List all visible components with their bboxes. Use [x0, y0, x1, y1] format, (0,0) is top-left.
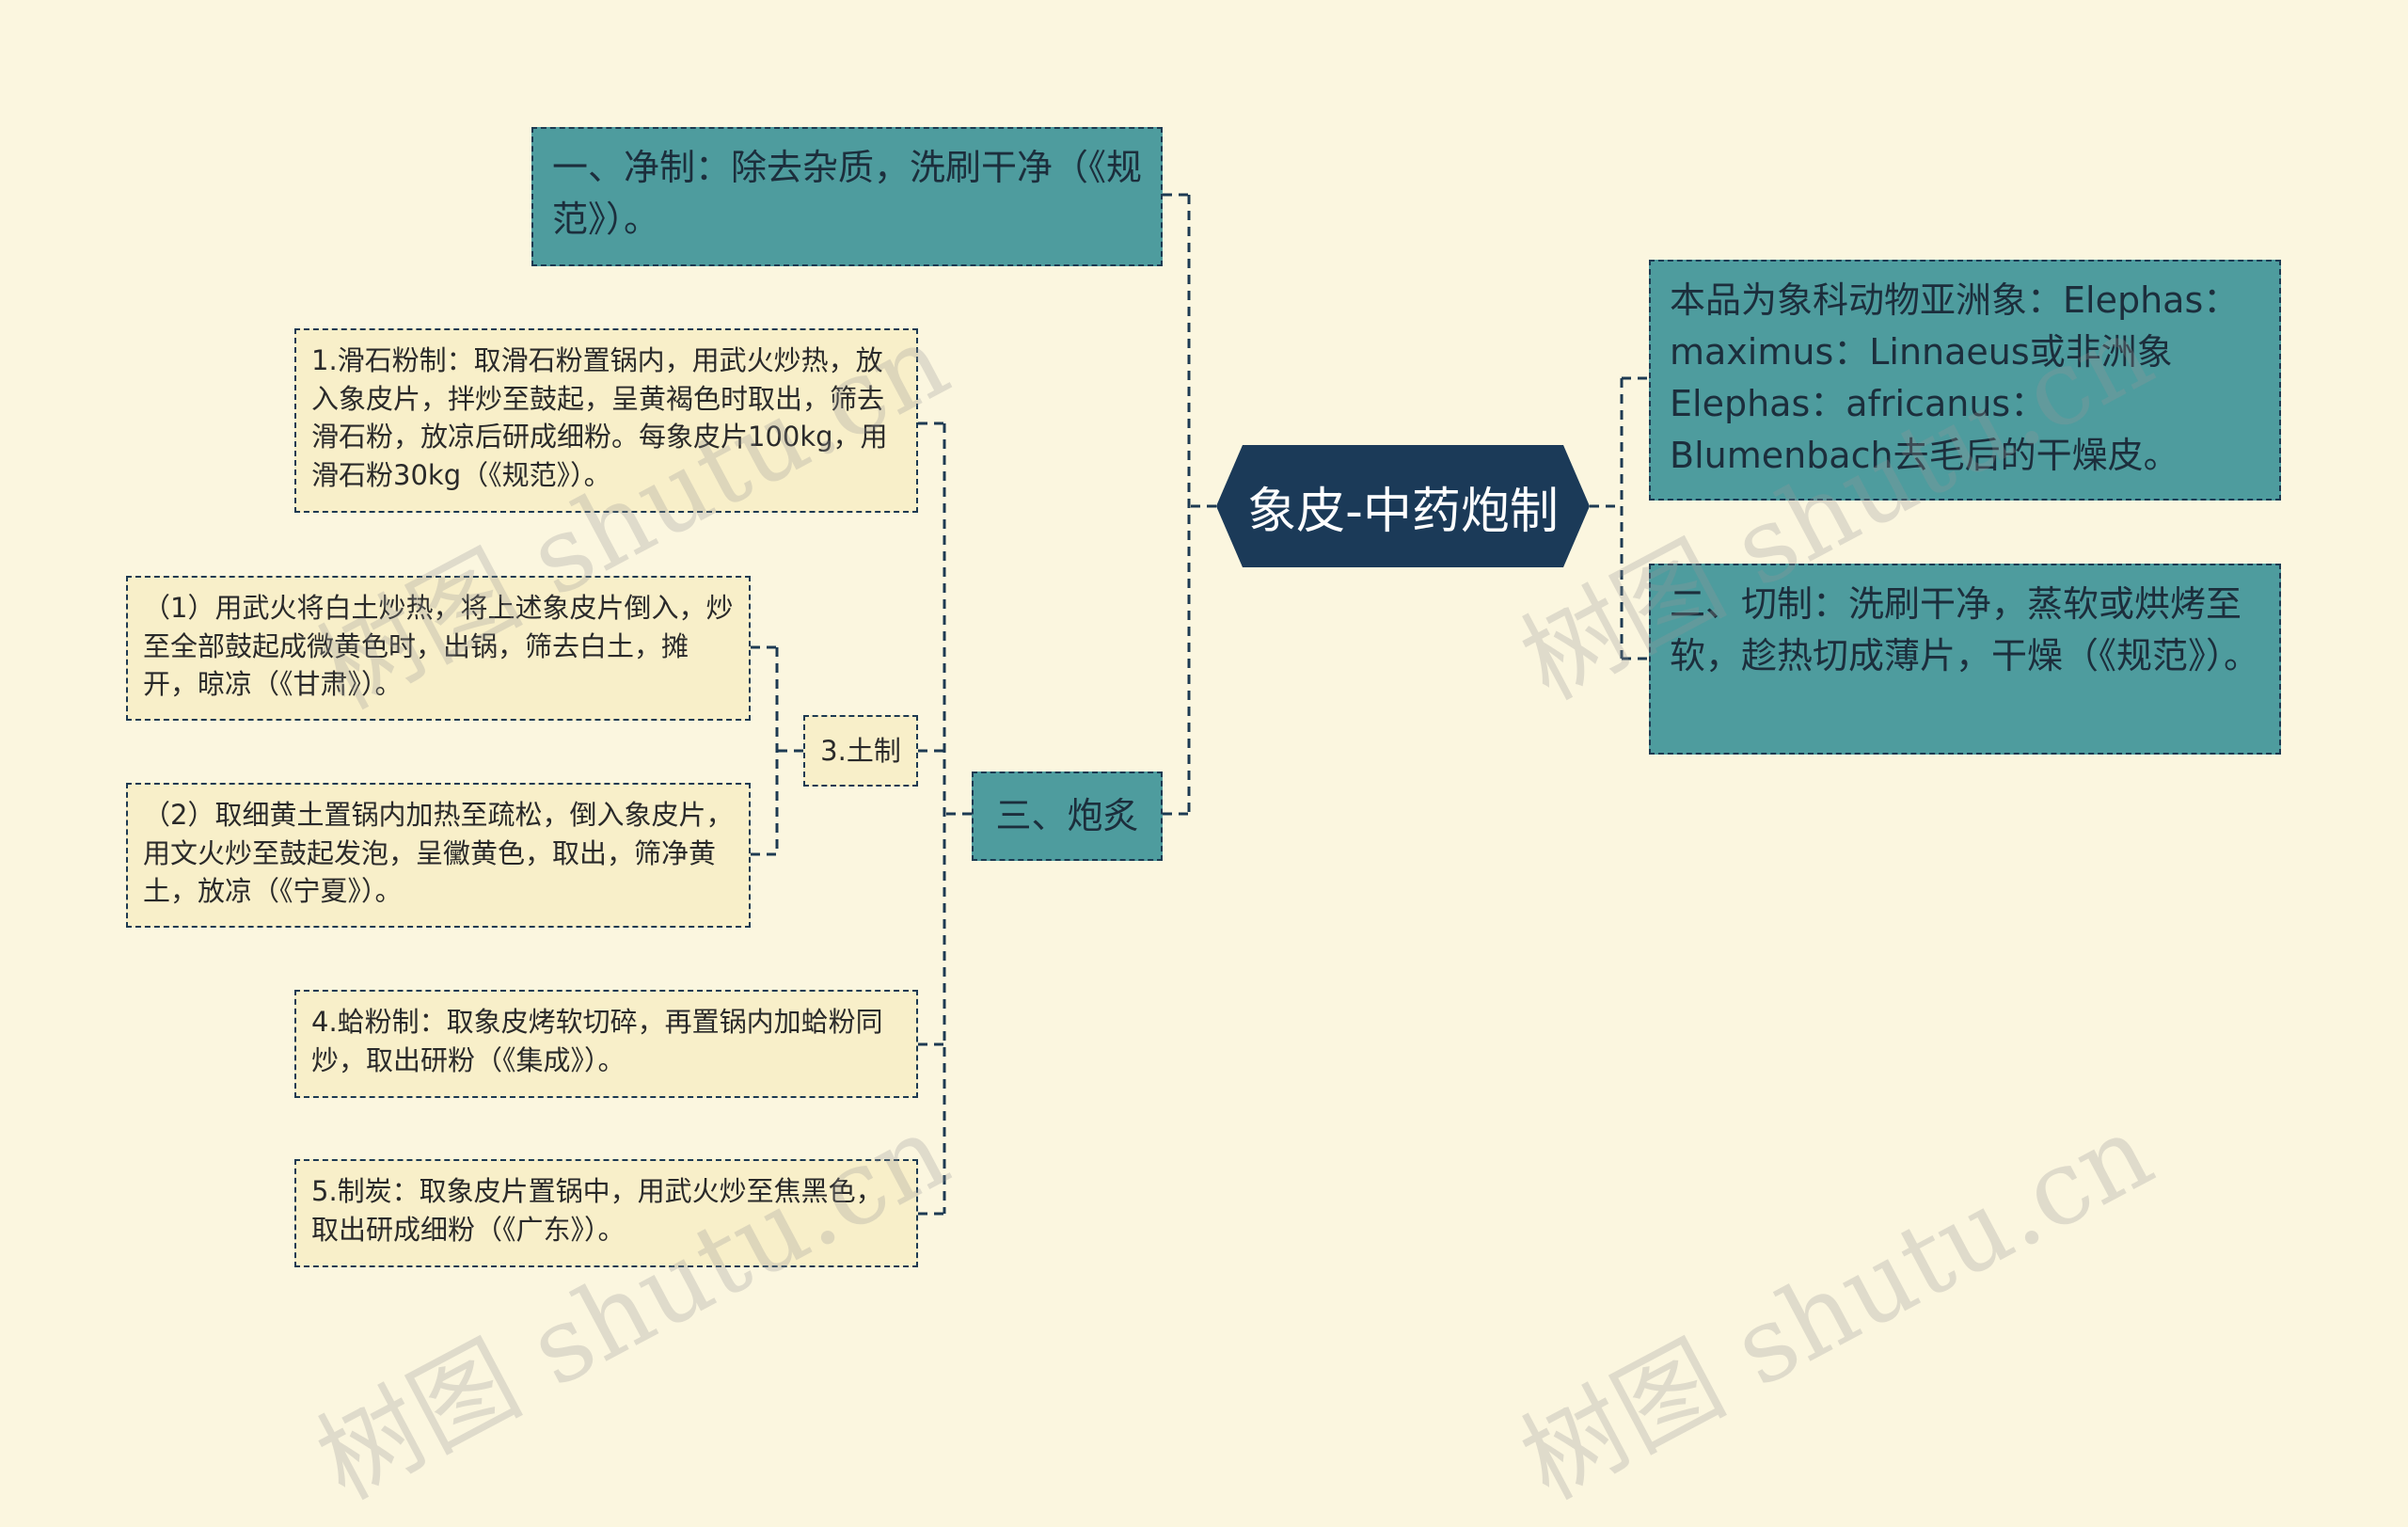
node-tuzhi-1[interactable]: （1）用武火将白土炒热，将上述象皮片倒入，炒至全部鼓起成微黄色时，出锅，筛去白土…	[126, 576, 751, 721]
connector-lines	[751, 193, 1649, 1216]
node-gefen[interactable]: 4.蛤粉制：取象皮烤软切碎，再置锅内加蛤粉同炒，取出研粉（《集成》）。	[294, 990, 918, 1098]
node-paozhi[interactable]: 三、炮炙	[972, 771, 1163, 861]
root-label: 象皮-中药炮制	[1247, 483, 1559, 540]
node-huashi[interactable]: 1.滑石粉制：取滑石粉置锅内，用武火炒热，放入象皮片，拌炒至鼓起，呈黄褐色时取出…	[294, 328, 918, 513]
mind-map: 象皮-中药炮制 本品为象科动物亚洲象：Elephas：maximus：Linna…	[126, 127, 2281, 1522]
node-jingzhi[interactable]: 一、净制：除去杂质，洗刷干净（《规范》）。	[531, 127, 1163, 266]
node-zhitan[interactable]: 5.制炭：取象皮片置锅中，用武火炒至焦黑色，取出研成细粉（《广东》）。	[294, 1159, 918, 1267]
node-tuzhi[interactable]: 3.土制	[803, 715, 918, 787]
node-tuzhi-2[interactable]: （2）取细黄土置锅内加热至疏松，倒入象皮片，用文火炒至鼓起发泡，呈黴黄色，取出，…	[126, 783, 751, 928]
root-node[interactable]: 象皮-中药炮制	[1216, 445, 1590, 567]
root-hexagon	[1216, 445, 1590, 567]
node-source[interactable]: 本品为象科动物亚洲象：Elephas：maximus：Linnaeus或非洲象E…	[1649, 260, 2281, 501]
node-qiezhi[interactable]: 二、切制：洗刷干净，蒸软或烘烤至软，趁热切成薄片，干燥（《规范》）。	[1649, 564, 2281, 755]
